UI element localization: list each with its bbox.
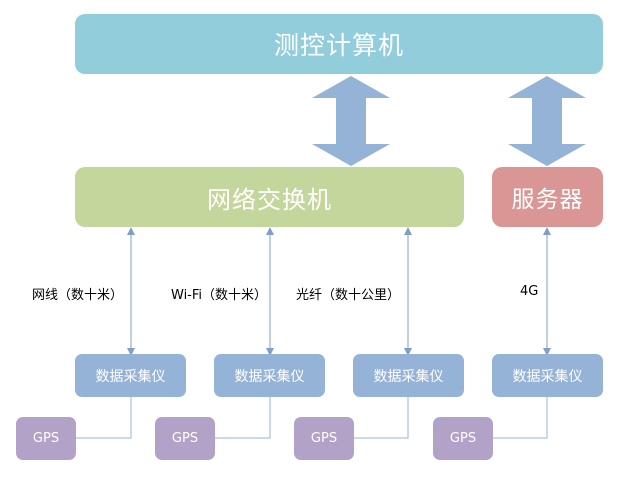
collector-node-2: 数据采集仪 — [214, 354, 325, 397]
collector-node-1: 数据采集仪 — [75, 354, 186, 397]
link-label-cable: 网线（数十米） — [32, 288, 124, 303]
collector-node-3: 数据采集仪 — [353, 354, 464, 397]
link-label-4g: 4G — [520, 284, 539, 299]
server-label: 服务器 — [511, 187, 584, 213]
server-node: 服务器 — [492, 167, 603, 227]
network-switch-label: 网络交换机 — [207, 185, 332, 214]
gps-node-4: GPS — [433, 417, 493, 460]
collector-label: 数据采集仪 — [234, 368, 305, 385]
gps-label: GPS — [449, 431, 477, 446]
collector-node-4: 数据采集仪 — [492, 354, 603, 397]
gps-label: GPS — [310, 431, 338, 446]
gps-line-2 — [215, 397, 271, 439]
gps-line-3 — [354, 397, 409, 439]
control-computer-node: 测控计算机 — [75, 14, 603, 74]
link-label-fiber: 光纤（数十公里） — [296, 288, 401, 303]
gps-line-4 — [493, 397, 548, 439]
collector-label: 数据采集仪 — [512, 368, 583, 385]
gps-node-2: GPS — [155, 417, 215, 460]
double-arrow-computer-switch — [312, 76, 390, 166]
collector-label: 数据采集仪 — [95, 368, 166, 385]
network-switch-node: 网络交换机 — [75, 167, 464, 227]
gps-label: GPS — [32, 431, 60, 446]
collector-label: 数据采集仪 — [373, 368, 444, 385]
gps-node-1: GPS — [16, 417, 76, 460]
gps-node-3: GPS — [294, 417, 354, 460]
gps-label: GPS — [171, 431, 199, 446]
link-label-wifi: Wi-Fi（数十米） — [171, 288, 268, 303]
double-arrow-computer-server — [508, 76, 586, 166]
gps-line-1 — [76, 397, 132, 439]
control-computer-label: 测控计算机 — [273, 31, 404, 60]
